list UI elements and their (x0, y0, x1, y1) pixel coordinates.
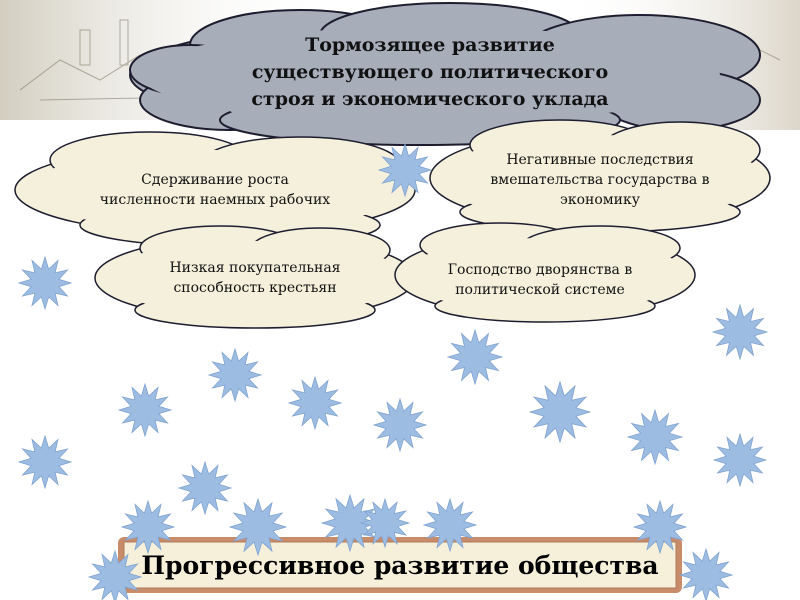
snowflake-icon (87, 549, 143, 600)
main-cloud (129, 2, 761, 146)
main-cloud-line-3: строя и экономического уклада (251, 88, 609, 110)
snowflake-icon (120, 499, 176, 555)
snowflake-icon (17, 255, 73, 311)
cloud-4-line-2: политической системе (455, 282, 625, 298)
snowflake-icon (377, 142, 433, 198)
cloud-3-line-1: Низкая покупательная (169, 260, 341, 276)
main-cloud-text: Тормозящее развитие существующего полити… (200, 25, 660, 120)
snowflake-icon (711, 303, 769, 361)
snowflake-icon (712, 432, 768, 488)
cloud-2-line-2: вмешательства государства в (490, 172, 710, 188)
bottom-banner-label: Прогрессивное развитие общества (141, 550, 659, 580)
cloud-nobility-dominance (394, 222, 696, 323)
main-cloud-line-2: существующего политического (251, 61, 609, 83)
snowflake-icon (359, 497, 411, 549)
cloud-2-line-3: экономику (560, 192, 640, 208)
cloud-low-purchasing-power (94, 225, 416, 329)
cloud-negative-consequences (429, 119, 771, 233)
snowflake-icon (626, 408, 684, 466)
cloud-1-line-1: Сдерживание роста (141, 172, 289, 188)
cloud-2-line-1: Негативные последствия (506, 152, 694, 168)
cloud-3-text: Низкая покупательная способность крестья… (120, 256, 390, 300)
snowflake-icon (228, 497, 288, 557)
snowflake-icon (422, 497, 478, 553)
cloud-3-line-2: способность крестьян (173, 280, 337, 296)
snowflake-icon (632, 499, 688, 555)
cloud-4-line-1: Господство дворянства в (447, 262, 633, 278)
snowflake-icon (17, 434, 73, 490)
snowflake-icon (372, 397, 428, 453)
snowflake-icon (446, 328, 504, 386)
cloud-1-line-2: численности наемных рабочих (99, 192, 331, 208)
cloud-4-text: Господство дворянства в политической сис… (420, 258, 660, 302)
snowflake-icon (207, 347, 263, 403)
snowflake-icon (117, 382, 173, 438)
snowflake-icon (678, 547, 734, 600)
snowflake-icon (528, 380, 592, 444)
snowflake-icon (287, 375, 343, 431)
cloud-2-text: Негативные последствия вмешательства гос… (460, 148, 740, 212)
snowflake-icon (177, 460, 233, 516)
main-cloud-line-1: Тормозящее развитие (305, 34, 555, 56)
cloud-1-text: Сдерживание роста численности наемных ра… (50, 168, 380, 212)
